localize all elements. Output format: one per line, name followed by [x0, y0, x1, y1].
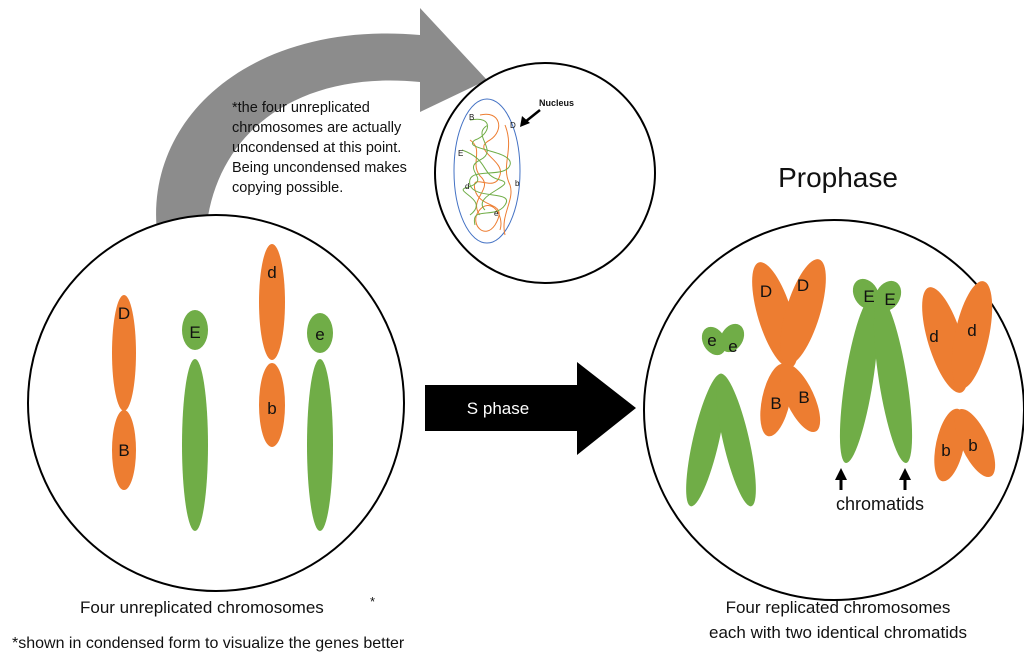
chromosome-e — [307, 313, 333, 531]
gene-label: b — [267, 399, 276, 418]
prophase-title: Prophase — [778, 162, 898, 193]
gene-label: D — [510, 121, 516, 130]
note-line: *the four unreplicated — [232, 100, 370, 116]
chromosome-E — [182, 310, 208, 531]
gene-label: D — [797, 276, 809, 295]
nucleus-label: Nucleus — [539, 98, 574, 108]
nucleus — [453, 98, 521, 244]
gene-label: B — [798, 388, 809, 407]
chromosome-ee — [686, 323, 756, 507]
chromosome-ddbb — [922, 281, 996, 482]
curved-arrow — [156, 8, 487, 240]
gene-label: e — [494, 209, 499, 218]
gene-label: b — [515, 179, 520, 188]
gene-label: E — [189, 323, 200, 342]
gene-label: E — [458, 149, 463, 158]
right-caption-line1: Four replicated chromosomes — [726, 598, 951, 617]
note-text: *the four unreplicated chromosomes are a… — [232, 100, 407, 196]
gene-label: E — [884, 290, 895, 309]
gene-label: e — [707, 331, 716, 350]
footnote: *shown in condensed form to visualize th… — [12, 635, 405, 652]
gene-label: B — [770, 394, 781, 413]
replicated-cell: e e D D B B E E d d b b chromatids — [643, 219, 1024, 601]
right-caption-line2: each with two identical chromatids — [709, 623, 967, 642]
chromatid-arrows — [835, 468, 911, 490]
chromosome-DDBB — [752, 259, 826, 437]
gene-label: D — [118, 304, 130, 323]
gene-label: b — [941, 441, 950, 460]
chromosome-EE — [839, 278, 913, 463]
gene-label: d — [465, 182, 469, 191]
note-line: Being uncondensed makes — [232, 160, 407, 176]
unreplicated-cell: D B E d b e — [27, 214, 405, 592]
interphase-cell: B D E d b e Nucleus — [434, 62, 656, 284]
gene-label: e — [728, 337, 737, 356]
gene-label: d — [967, 321, 976, 340]
s-phase-label: S phase — [467, 399, 529, 418]
chromosome-DB — [112, 295, 136, 490]
uncondensed-dna-orange — [469, 113, 512, 236]
gene-label: B — [118, 441, 129, 460]
note-line: copying possible. — [232, 180, 343, 196]
nucleus-pointer-arrow — [524, 109, 541, 123]
gene-label: e — [315, 325, 324, 344]
note-line: chromosomes are actually — [232, 120, 402, 136]
gene-label: D — [760, 282, 772, 301]
caption-asterisk: * — [370, 594, 375, 609]
gene-label: E — [863, 287, 874, 306]
left-caption: Four unreplicated chromosomes — [80, 598, 324, 617]
uncondensed-dna-green — [461, 118, 511, 226]
gene-label: B — [469, 113, 474, 122]
note-line: uncondensed at this point. — [232, 140, 401, 156]
gene-label: b — [968, 436, 977, 455]
gene-label: d — [929, 327, 938, 346]
chromatids-label: chromatids — [836, 494, 924, 514]
gene-label: d — [267, 263, 276, 282]
chromosome-db — [259, 244, 285, 447]
s-phase-arrow: S phase — [425, 362, 636, 455]
